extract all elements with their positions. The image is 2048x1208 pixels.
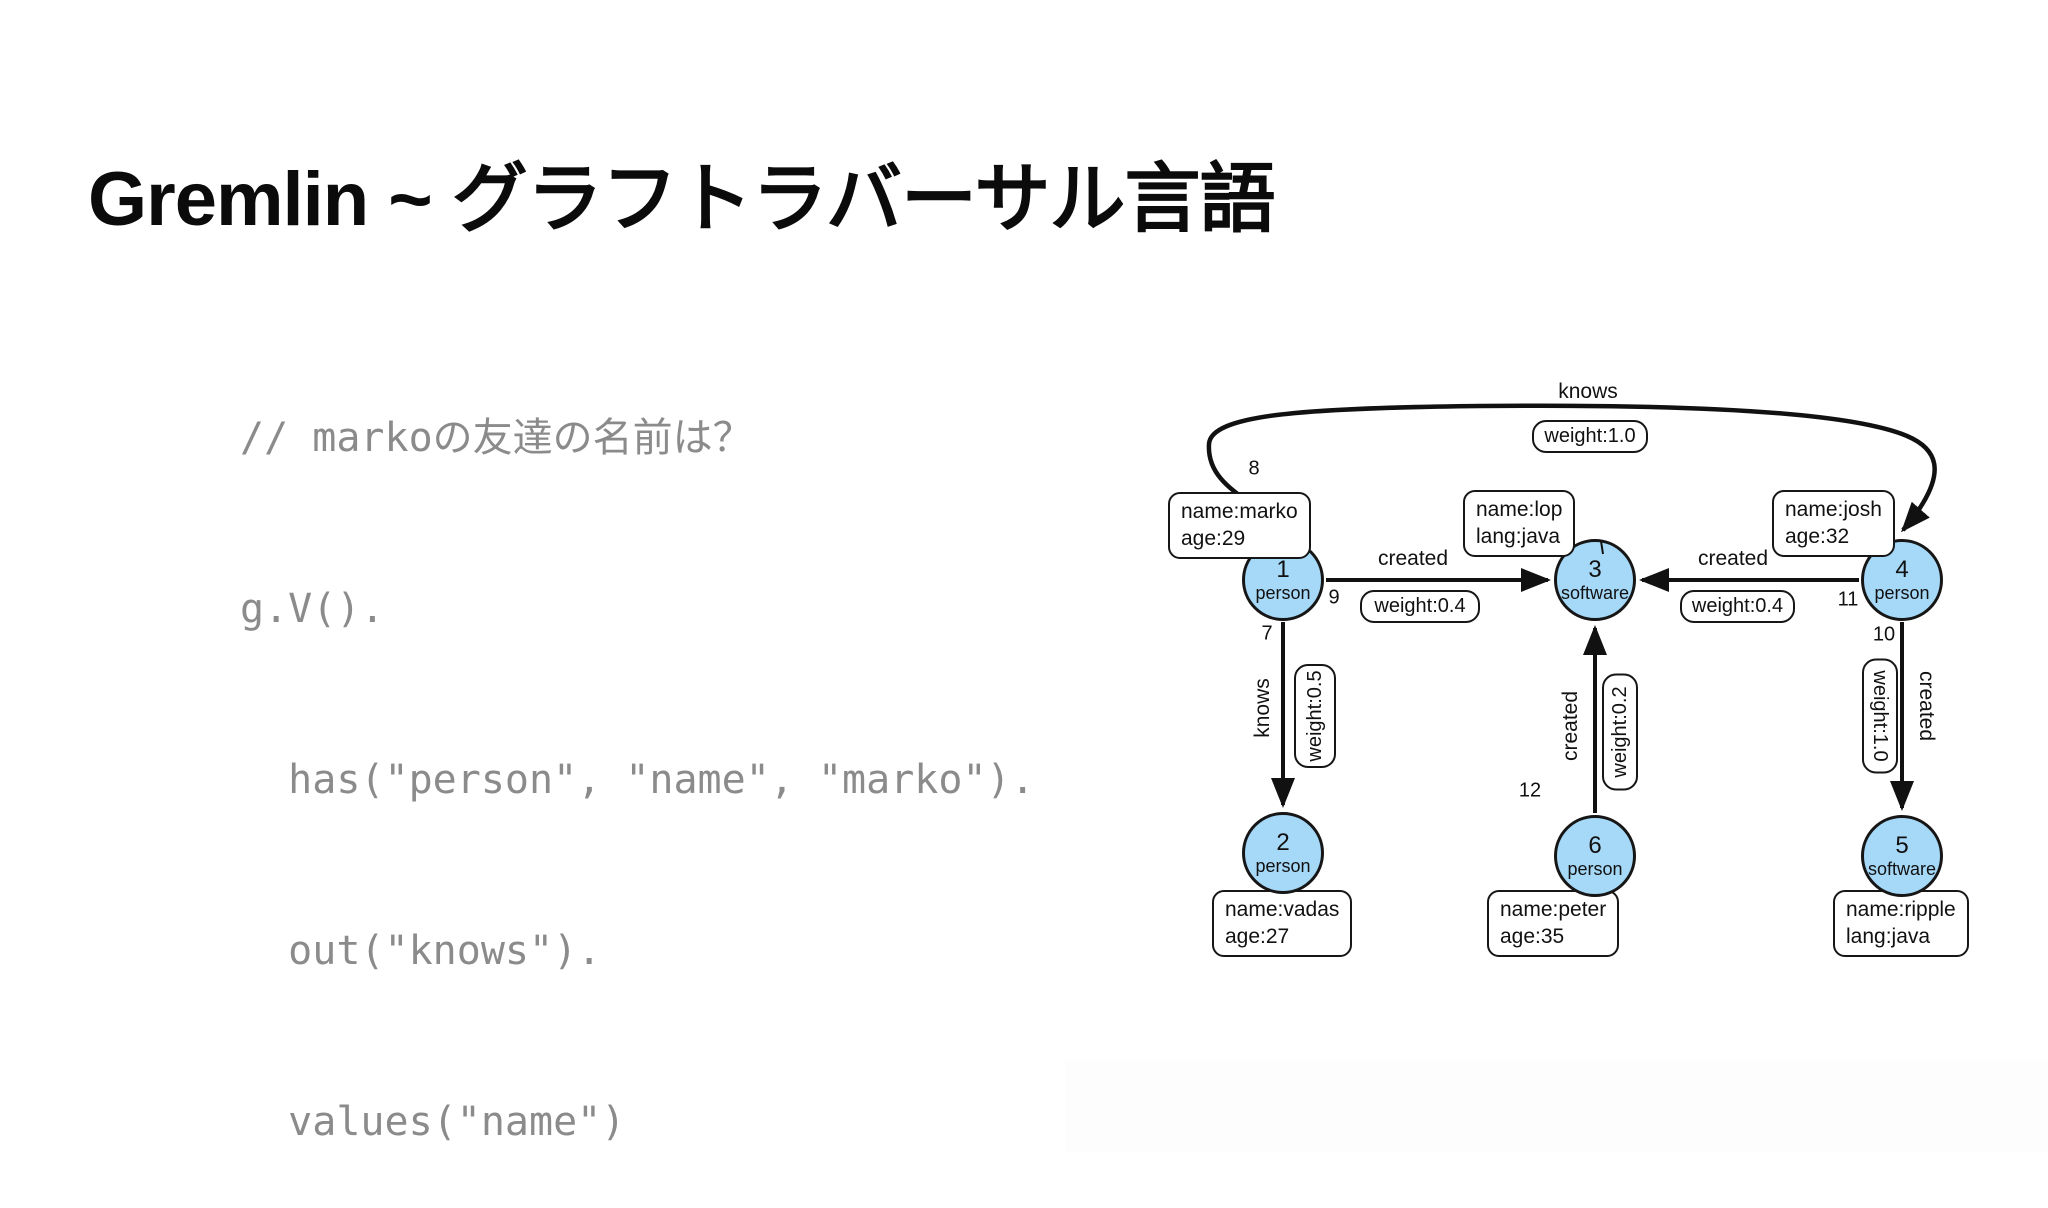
edge-id-12: 12 bbox=[1518, 779, 1542, 802]
edge-label-created-6-3: created bbox=[1559, 690, 1582, 762]
edge-knows-1-4 bbox=[1206, 403, 1937, 538]
property-line: name:josh bbox=[1785, 498, 1882, 521]
code-line: has("person", "name", "marko"). bbox=[240, 757, 1035, 803]
property-line: name:ripple bbox=[1846, 898, 1956, 921]
edge-label-created-4-5: created bbox=[1915, 670, 1938, 742]
edge-id-8: 8 bbox=[1248, 457, 1260, 480]
properties-marko: name:marko age:29 bbox=[1168, 492, 1311, 559]
property-line: lang:java bbox=[1476, 525, 1561, 548]
property-line: name:vadas bbox=[1225, 898, 1340, 921]
vertex-label: person bbox=[1567, 859, 1623, 879]
vertex-id: 2 bbox=[1276, 829, 1290, 856]
property-line: name:lop bbox=[1476, 498, 1563, 521]
code-comment-line: // markoの友達の名前は？ bbox=[240, 415, 753, 461]
property-line: age:35 bbox=[1500, 925, 1565, 948]
page-title: Gremlin ~ グラフトラバーサル言語 bbox=[88, 156, 1276, 242]
edge-weight-knows-1-2: weight:0.5 bbox=[1294, 664, 1336, 768]
edge-weight-created-4-5: weight:1.0 bbox=[1862, 658, 1898, 774]
edge-weight-knows-top: weight:1.0 bbox=[1532, 420, 1648, 453]
properties-josh: name:josh age:32 bbox=[1772, 490, 1895, 557]
edge-label-created-1-3: created bbox=[1377, 547, 1449, 570]
edge-id-10: 10 bbox=[1872, 623, 1896, 646]
edge-label-knows-top: knows bbox=[1558, 380, 1618, 403]
vertex-id: 5 bbox=[1895, 832, 1909, 859]
code-line: values("name") bbox=[240, 1099, 626, 1145]
properties-ripple: name:ripple lang:java bbox=[1833, 890, 1969, 957]
code-line: out("knows"). bbox=[240, 928, 602, 974]
properties-vadas: name:vadas age:27 bbox=[1212, 890, 1353, 957]
property-line: name:peter bbox=[1500, 898, 1607, 921]
vertex-id: 6 bbox=[1588, 832, 1602, 859]
edge-weight-created-1-3: weight:0.4 bbox=[1360, 590, 1480, 623]
edge-weight-created-4-3: weight:0.4 bbox=[1680, 590, 1795, 623]
edge-id-7: 7 bbox=[1261, 622, 1273, 645]
properties-lop: name:lop lang:java bbox=[1463, 490, 1576, 557]
code-line: g.V(). bbox=[240, 586, 385, 632]
video-letterbox bbox=[1065, 1060, 2048, 1152]
vertex-id: 1 bbox=[1276, 556, 1290, 583]
vertex-id: 4 bbox=[1895, 556, 1909, 583]
property-line: age:32 bbox=[1785, 525, 1850, 548]
vertex-2-vadas: 2 person bbox=[1242, 812, 1324, 894]
vertex-5-ripple: 5 software bbox=[1861, 815, 1943, 897]
property-line: age:27 bbox=[1225, 925, 1290, 948]
vertex-6-peter: 6 person bbox=[1554, 815, 1636, 897]
property-line: name:marko bbox=[1181, 500, 1298, 523]
edge-id-11: 11 bbox=[1837, 588, 1859, 611]
edge-id-9: 9 bbox=[1328, 586, 1340, 609]
vertex-label: software bbox=[1560, 583, 1630, 603]
code-snippet: // markoの友達の名前は？ g.V(). has("person", "n… bbox=[240, 296, 1035, 1208]
vertex-label: person bbox=[1874, 583, 1930, 603]
edge-label-created-4-3: created bbox=[1697, 547, 1769, 570]
vertex-id: 3 bbox=[1588, 556, 1602, 583]
properties-peter: name:peter age:35 bbox=[1487, 890, 1620, 957]
edge-weight-created-6-3: weight:0.2 bbox=[1602, 673, 1638, 791]
graph-edges-layer bbox=[1206, 403, 1937, 813]
vertex-label: software bbox=[1867, 859, 1937, 879]
edge-label-knows-1-2: knows bbox=[1251, 678, 1274, 738]
vertex-label: person bbox=[1255, 856, 1311, 876]
property-box-connector bbox=[1600, 540, 1604, 555]
graph-diagram: 1 person 2 person 3 software 4 person 5 … bbox=[1150, 370, 2030, 980]
vertex-label: person bbox=[1255, 583, 1311, 603]
property-line: lang:java bbox=[1846, 925, 1931, 948]
property-line: age:29 bbox=[1181, 527, 1246, 550]
